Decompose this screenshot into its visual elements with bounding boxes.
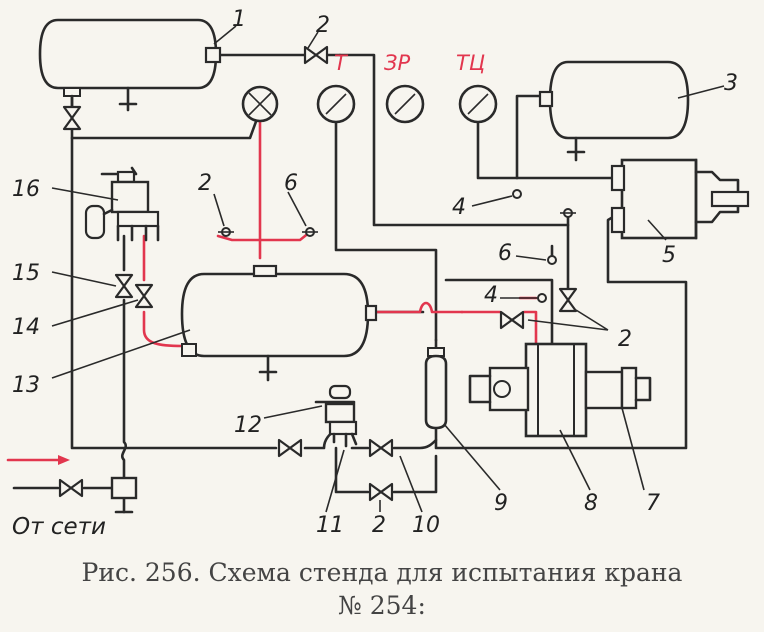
label-2-left: 2 — [198, 171, 212, 196]
label-2-bottom: 2 — [372, 513, 386, 538]
gauge-zr — [385, 84, 425, 124]
valve-2-right — [558, 287, 578, 313]
label-8: 8 — [584, 491, 598, 516]
label-11: 11 — [316, 513, 344, 538]
label-2-right: 2 — [618, 327, 632, 352]
component-labels: 1 2 3 4 5 6 6 7 8 9 10 11 2 12 13 14 15 … — [12, 7, 738, 538]
label-14: 14 — [12, 315, 40, 340]
valve-2-middle — [499, 310, 525, 330]
label-12: 12 — [234, 413, 262, 438]
crane-12 — [314, 384, 358, 448]
gauge-label-tc: ТЦ — [456, 51, 485, 75]
label-3: 3 — [724, 71, 738, 96]
gauge-reservoir — [241, 85, 279, 123]
label-7: 7 — [646, 491, 660, 516]
caption-line-2: № 254: — [338, 591, 426, 620]
test-cocks — [218, 189, 576, 303]
crane-16 — [84, 166, 160, 242]
test-stand-diagram: 1 2 3 4 5 6 6 7 8 9 10 11 2 12 13 14 15 … — [6, 7, 750, 540]
drain-valve-1 — [62, 105, 82, 131]
source-label: От сети — [12, 514, 106, 540]
vessel-9 — [424, 347, 448, 430]
figure-caption: Рис. 256. Схема стенда для испытания кра… — [0, 556, 764, 622]
valve-bottom-left — [277, 438, 303, 458]
valve-2-top — [303, 45, 329, 65]
valve-part-7 — [584, 366, 652, 410]
reservoir-3 — [538, 60, 690, 162]
label-4-upper: 4 — [452, 195, 466, 220]
valve-14 — [134, 283, 154, 309]
label-5: 5 — [662, 243, 676, 268]
label-16: 16 — [12, 177, 40, 202]
valve-15 — [114, 273, 134, 299]
brake-cylinder-5 — [610, 158, 750, 240]
leader-lines — [51, 25, 725, 513]
valve-2-bottom — [368, 482, 394, 502]
brake-valve-8 — [468, 342, 588, 438]
supply-arrow — [6, 455, 70, 465]
supply-fitting — [110, 476, 138, 514]
reservoir-13 — [180, 264, 378, 382]
gauge-tc — [458, 84, 498, 124]
label-4-lower: 4 — [484, 283, 498, 308]
label-2-top: 2 — [316, 13, 330, 38]
gauge-label-zr: ЗР — [384, 51, 410, 75]
reservoir-1 — [38, 18, 222, 112]
caption-line-1: Рис. 256. Схема стенда для испытания кра… — [81, 558, 683, 587]
supply-valve — [58, 478, 84, 498]
gauge-labels: Т ЗР ТЦ — [334, 51, 485, 75]
gauge-label-t: Т — [334, 51, 349, 75]
label-6-right: 6 — [498, 241, 512, 266]
label-13: 13 — [12, 373, 40, 398]
label-10: 10 — [412, 513, 440, 538]
gauge-t — [316, 84, 356, 124]
label-15: 15 — [12, 261, 40, 286]
label-1: 1 — [232, 7, 246, 32]
label-6-left: 6 — [284, 171, 298, 196]
valve-10 — [368, 438, 394, 458]
label-9: 9 — [494, 491, 508, 516]
